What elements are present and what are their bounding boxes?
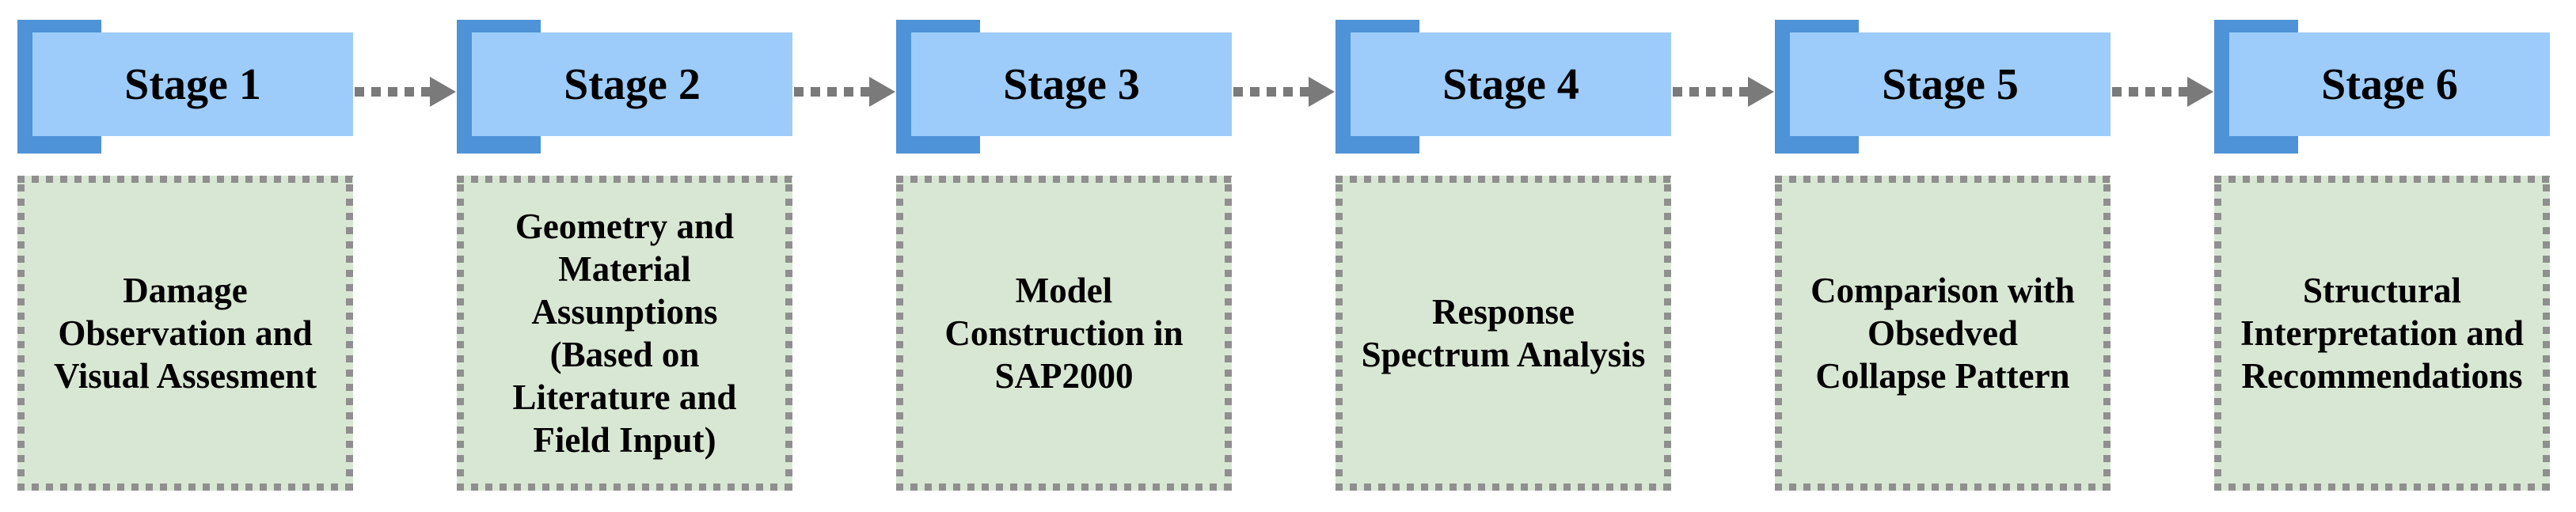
stage-4-group: Stage 4 Response Spectrum Analysis xyxy=(1335,0,1689,512)
stage-6-label: Stage 6 xyxy=(2321,59,2458,109)
connector-arrow-5 xyxy=(2112,77,2214,107)
stage-2-group: Stage 2 Geometry and Material Assunption… xyxy=(457,0,810,512)
connector-arrow-2 xyxy=(794,77,896,107)
stage-2-description: Geometry and Material Assunptions (Based… xyxy=(512,207,737,460)
stage-1-group: Stage 1 Damage Observation and Visual As… xyxy=(17,0,370,512)
arrow-dashes xyxy=(2112,87,2187,97)
stage-6-panel: Structural Interpretation and Recommenda… xyxy=(2214,176,2550,491)
stage-4-label: Stage 4 xyxy=(1442,59,1579,109)
arrow-head-icon xyxy=(1309,77,1335,107)
stage-3-group: Stage 3 Model Construction in SAP2000 xyxy=(896,0,1249,512)
connector-arrow-3 xyxy=(1233,77,1335,107)
stage-2-label: Stage 2 xyxy=(564,59,701,109)
stage-5-panel: Comparison with Obsedved Collapse Patter… xyxy=(1775,176,2111,491)
connector-arrow-1 xyxy=(355,77,457,107)
connector-arrow-4 xyxy=(1673,77,1775,107)
arrow-dashes xyxy=(1233,87,1309,97)
stage-1-panel: Damage Observation and Visual Assesment xyxy=(17,176,353,491)
arrow-head-icon xyxy=(430,77,456,107)
stage-6-group: Stage 6 Structural Interpretation and Re… xyxy=(2214,0,2567,512)
stage-4-header: Stage 4 xyxy=(1351,32,1671,136)
arrow-dashes xyxy=(355,87,430,97)
stage-1-description: Damage Observation and Visual Assesment xyxy=(53,271,317,396)
stage-3-header: Stage 3 xyxy=(911,32,1232,136)
stage-2-header: Stage 2 xyxy=(472,32,792,136)
arrow-dashes xyxy=(794,87,869,97)
arrow-head-icon xyxy=(869,77,895,107)
stage-4-panel: Response Spectrum Analysis xyxy=(1335,176,1671,491)
stage-3-description: Model Construction in SAP2000 xyxy=(944,271,1184,396)
arrow-dashes xyxy=(1673,87,1748,97)
stage-2-panel: Geometry and Material Assunptions (Based… xyxy=(457,176,792,491)
stage-6-description: Structural Interpretation and Recommenda… xyxy=(2240,271,2524,396)
arrow-head-icon xyxy=(1748,77,1774,107)
stage-6-header: Stage 6 xyxy=(2229,32,2550,136)
stage-5-description: Comparison with Obsedved Collapse Patter… xyxy=(1810,271,2075,396)
stage-5-group: Stage 5 Comparison with Obsedved Collaps… xyxy=(1775,0,2128,512)
stage-5-header: Stage 5 xyxy=(1790,32,2111,136)
arrow-head-icon xyxy=(2187,77,2213,107)
stage-3-label: Stage 3 xyxy=(1003,59,1140,109)
stage-5-label: Stage 5 xyxy=(1882,59,2019,109)
stage-3-panel: Model Construction in SAP2000 xyxy=(896,176,1232,491)
stage-1-label: Stage 1 xyxy=(124,59,261,109)
stage-4-description: Response Spectrum Analysis xyxy=(1361,292,1646,374)
stage-1-header: Stage 1 xyxy=(32,32,353,136)
